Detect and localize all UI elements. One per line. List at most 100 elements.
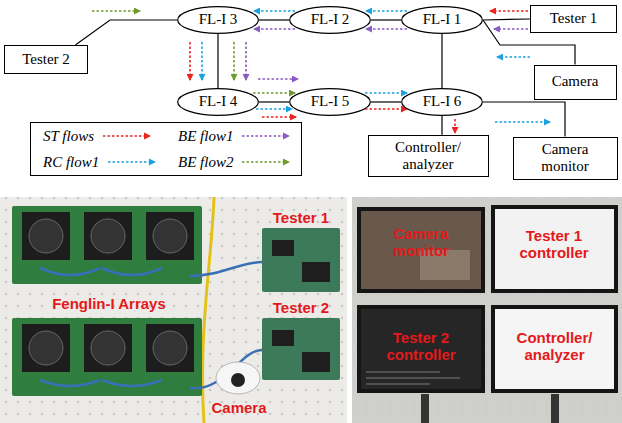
switch-ellipse: FL-I 6 — [401, 88, 483, 116]
switch-ellipse: FL-I 3 — [177, 6, 259, 34]
ellipse-outline — [402, 7, 483, 34]
switch-ellipse: FL-I 1 — [401, 6, 483, 34]
photo-label: Tester 2 — [262, 300, 340, 317]
flow-arrow — [366, 10, 407, 12]
monitor — [357, 305, 485, 393]
legend-arrowhead — [283, 133, 290, 140]
legend-item: ST flows — [31, 128, 166, 145]
flow-arrow — [365, 92, 407, 94]
pegboard — [0, 197, 347, 423]
connector-line — [483, 102, 565, 137]
board — [12, 318, 202, 396]
photo-label: Camera — [204, 400, 274, 417]
photo-label: Fenglin-I Arrays — [34, 296, 184, 313]
switch-ellipse: FL-I 4 — [177, 88, 259, 116]
device-box: Camera monitor — [513, 137, 618, 180]
device-box: Camera — [534, 65, 617, 100]
module — [84, 324, 132, 372]
monitor — [491, 205, 618, 293]
flow-arrow — [497, 56, 530, 58]
fan — [29, 331, 63, 365]
legend-sample — [107, 157, 157, 167]
module — [146, 324, 194, 372]
fan — [91, 219, 125, 253]
chip — [302, 352, 330, 372]
module — [22, 212, 70, 260]
module — [146, 212, 194, 260]
legend-line — [103, 135, 145, 137]
pegboard-holes — [0, 197, 347, 423]
ellipse-outline — [178, 89, 259, 116]
device-box: Tester 1 — [530, 5, 617, 33]
legend-text: ST flows — [43, 128, 94, 145]
connector-line — [217, 34, 218, 88]
legend-line — [242, 135, 284, 137]
flow-arrow — [365, 108, 407, 110]
photo-label: Controller/ analyzer — [507, 330, 602, 363]
ellipse-outline — [178, 7, 259, 34]
connector-line — [371, 19, 401, 20]
flow-arrow — [256, 108, 292, 110]
wall — [352, 197, 622, 423]
legend-text: RC flow1 — [43, 154, 99, 171]
monitor-stand — [551, 394, 559, 423]
legend-item: RC flow1 — [31, 154, 166, 171]
wall-holes — [352, 197, 622, 423]
monitor-stand — [421, 394, 429, 423]
connector-line — [441, 116, 442, 135]
device-box: Controller/ analyzer — [368, 135, 489, 178]
flow-arrow — [253, 92, 295, 94]
photo-label: Tester 1 — [262, 210, 340, 227]
flow-arrow — [454, 119, 456, 133]
legend-line — [242, 161, 284, 163]
camera-body — [216, 362, 260, 394]
legend-item: BE flow2 — [166, 154, 301, 171]
ellipse-outline — [290, 7, 371, 34]
switch-ellipse: FL-I 5 — [289, 88, 371, 116]
legend-line — [108, 161, 150, 163]
flow-arrow — [262, 116, 296, 118]
chip — [272, 240, 294, 256]
node-label: FL-I 4 — [199, 93, 238, 110]
terminal-lines — [366, 372, 460, 384]
module — [84, 212, 132, 260]
node-label: Camera — [552, 73, 599, 90]
camera-lens — [231, 373, 245, 387]
node-label: Controller/ analyzer — [378, 139, 478, 174]
legend-arrowhead — [283, 159, 290, 166]
node-label: Tester 1 — [550, 10, 598, 27]
photo-label: Camera monitor — [376, 226, 466, 259]
legend-text: BE flow2 — [178, 154, 233, 171]
legend-sample — [102, 131, 152, 141]
node-label: FL-I 1 — [423, 11, 462, 28]
node-label: Camera monitor — [525, 141, 605, 176]
node-label: FL-I 3 — [199, 11, 238, 28]
board — [12, 206, 202, 284]
module — [22, 324, 70, 372]
monitor — [491, 305, 618, 393]
legend-item: BE flow1 — [166, 128, 301, 145]
connector-line — [441, 34, 442, 88]
flow-arrow — [495, 121, 550, 123]
chip — [302, 262, 330, 282]
ellipse-outline — [290, 89, 371, 116]
switch-ellipse: FL-I 2 — [289, 6, 371, 34]
legend-sample — [241, 131, 291, 141]
monitor-screen — [495, 209, 614, 289]
tester-board — [262, 318, 340, 380]
monitor-screen — [361, 211, 481, 289]
legend-box: ST flows BE flow1 RC flow1 BE flow2 — [30, 122, 302, 176]
fan — [153, 331, 187, 365]
chip — [272, 330, 294, 346]
lab-photo — [0, 197, 347, 423]
fan — [91, 331, 125, 365]
legend-arrowhead — [149, 159, 156, 166]
node-label: Tester 2 — [22, 51, 70, 68]
monitor-screen — [495, 309, 614, 389]
flow-arrow — [201, 42, 203, 80]
fan — [153, 219, 187, 253]
yellow-cable — [203, 197, 214, 423]
fan — [29, 219, 63, 253]
connector-line — [483, 19, 530, 20]
flow-arrow — [366, 28, 407, 30]
